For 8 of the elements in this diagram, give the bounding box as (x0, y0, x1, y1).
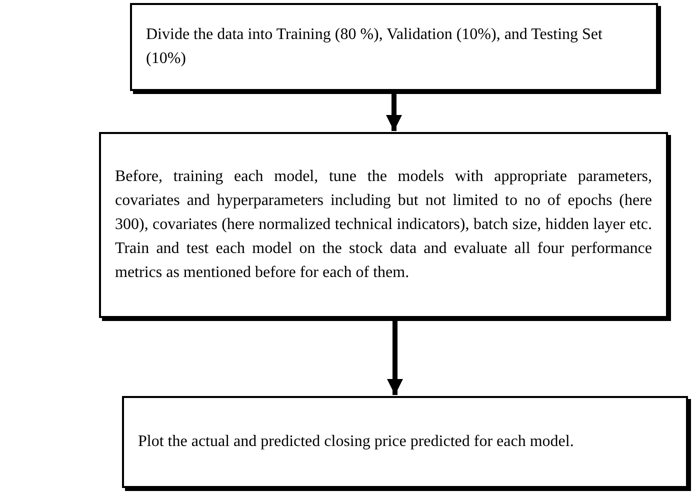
process-box (122, 396, 688, 488)
arrow (387, 321, 403, 395)
box-text: Divide the data into Training (80 %), Validation (10%), and Testing Set (10%) (146, 25, 604, 69)
process-box (99, 132, 668, 318)
box-text: Plot the actual and predicted closing price predicted for each model. (138, 432, 575, 452)
arrow (386, 94, 402, 131)
box-text: Before, training each model, tune the models with appropriate parameters, covariates and hyperparameters including but not limited to no of epochs (here 300), covariates (here normalized technical indicators), batch size, hidden layer etc. Train and test each model on the stock data and evaluate all four performance metrics as mentioned before for each of them. (115, 167, 652, 283)
process-box (130, 3, 658, 91)
